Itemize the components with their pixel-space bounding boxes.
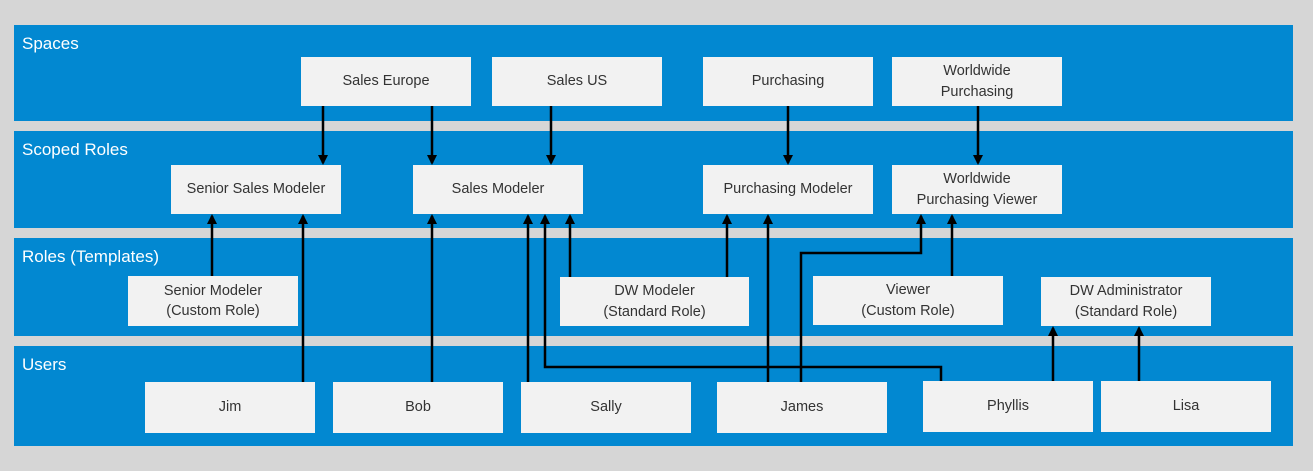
roles-band-label: Roles (Templates): [22, 247, 159, 266]
user-phyllis[interactable]: Phyllis: [923, 381, 1093, 432]
scoped-role-senior-sales-modeler[interactable]: Senior Sales Modeler: [171, 165, 341, 214]
role-viewer[interactable]: Viewer (Custom Role): [813, 276, 1003, 325]
scoped-role-worldwide-purchasing-viewer[interactable]: Worldwide Purchasing Viewer: [892, 165, 1062, 214]
role-dw-administrator[interactable]: DW Administrator (Standard Role): [1041, 277, 1211, 326]
user-jim[interactable]: Jim: [145, 382, 315, 433]
user-james[interactable]: James: [717, 382, 887, 433]
space-sales-us[interactable]: Sales US: [492, 57, 662, 106]
users-band-label: Users: [22, 355, 67, 374]
user-sally[interactable]: Sally: [521, 382, 691, 433]
scoped-role-sales-modeler[interactable]: Sales Modeler: [413, 165, 583, 214]
spaces-band-label: Spaces: [22, 34, 79, 53]
user-bob[interactable]: Bob: [333, 382, 503, 433]
space-purchasing[interactable]: Purchasing: [703, 57, 873, 106]
user-lisa[interactable]: Lisa: [1101, 381, 1271, 432]
space-worldwide-purchasing[interactable]: Worldwide Purchasing: [892, 57, 1062, 106]
scoped-roles-band-label: Scoped Roles: [22, 140, 128, 159]
role-dw-modeler[interactable]: DW Modeler (Standard Role): [560, 277, 749, 326]
space-sales-europe[interactable]: Sales Europe: [301, 57, 471, 106]
role-senior-modeler[interactable]: Senior Modeler (Custom Role): [128, 276, 298, 326]
scoped-role-purchasing-modeler[interactable]: Purchasing Modeler: [703, 165, 873, 214]
